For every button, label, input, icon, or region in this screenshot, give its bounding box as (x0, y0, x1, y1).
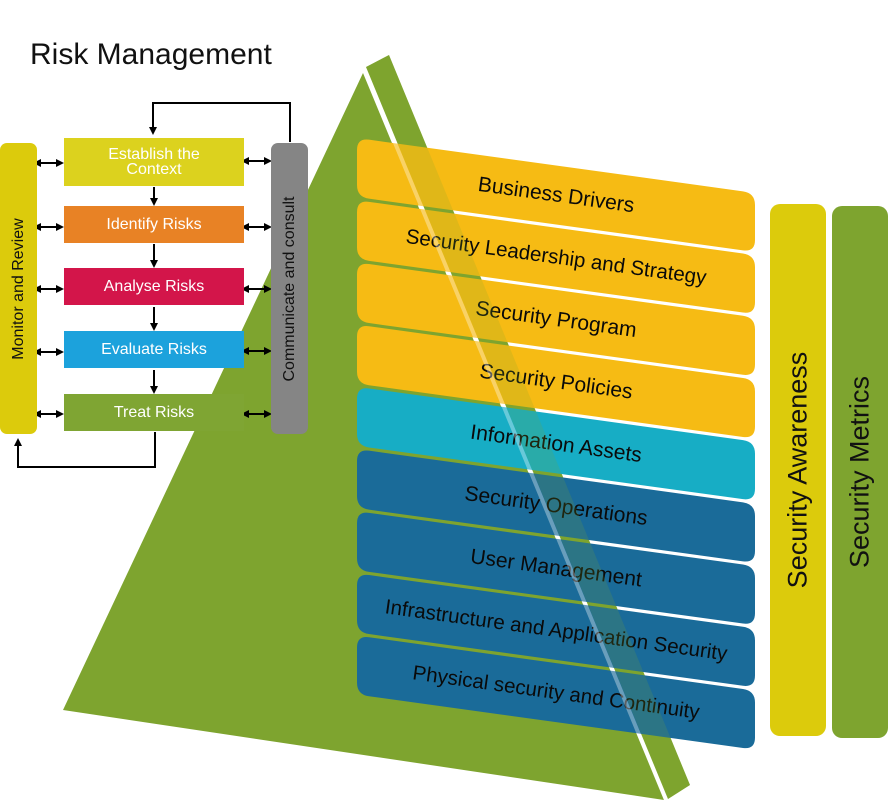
pyramid-layer (357, 388, 755, 500)
step-analyse-risks: Analyse Risks (64, 268, 244, 305)
monitor-and-review-label: Monitor and Review (9, 217, 27, 360)
pillar-label: Security Awareness (782, 351, 813, 589)
pillar-security-awareness: Security Awareness (770, 204, 826, 736)
communicate-and-consult-bar: Communicate and consult (271, 143, 308, 434)
pyramid-layer (357, 201, 755, 313)
step-identify-risks: Identify Risks (64, 206, 244, 243)
step-label-line2: Context (126, 161, 182, 178)
page-title: Risk Management (30, 38, 272, 71)
step-label: Establish the (108, 146, 200, 163)
communicate-and-consult-label: Communicate and consult (280, 196, 298, 381)
pyramid-layer (357, 512, 755, 624)
pyramid-layer (357, 637, 755, 749)
monitor-and-review-bar: Monitor and Review (0, 143, 37, 434)
step-label: Evaluate Risks (101, 341, 207, 358)
pillar-label: Security Metrics (844, 375, 875, 569)
pillar-security-metrics: Security Metrics (832, 206, 888, 738)
pyramid-sliver-overlay (366, 55, 690, 799)
step-label: Analyse Risks (103, 278, 205, 295)
pyramid-layer (357, 326, 755, 438)
step-label: Treat Risks (113, 404, 195, 421)
step-treat-risks: Treat Risks (64, 394, 244, 431)
flow-connectors (14, 102, 291, 468)
step-evaluate-risks: Evaluate Risks (64, 331, 244, 368)
pyramid-gap-line (363, 69, 668, 801)
pyramid-layer (357, 263, 755, 375)
step-establish-context: Establish the Context (64, 138, 244, 186)
step-label: Identify Risks (106, 216, 202, 233)
pyramid-layer (357, 450, 755, 562)
feedback-arrow-top (149, 102, 291, 142)
feedback-arrow-bottom (14, 432, 156, 468)
pyramid-layer (357, 574, 755, 686)
pyramid-layer (357, 139, 755, 251)
